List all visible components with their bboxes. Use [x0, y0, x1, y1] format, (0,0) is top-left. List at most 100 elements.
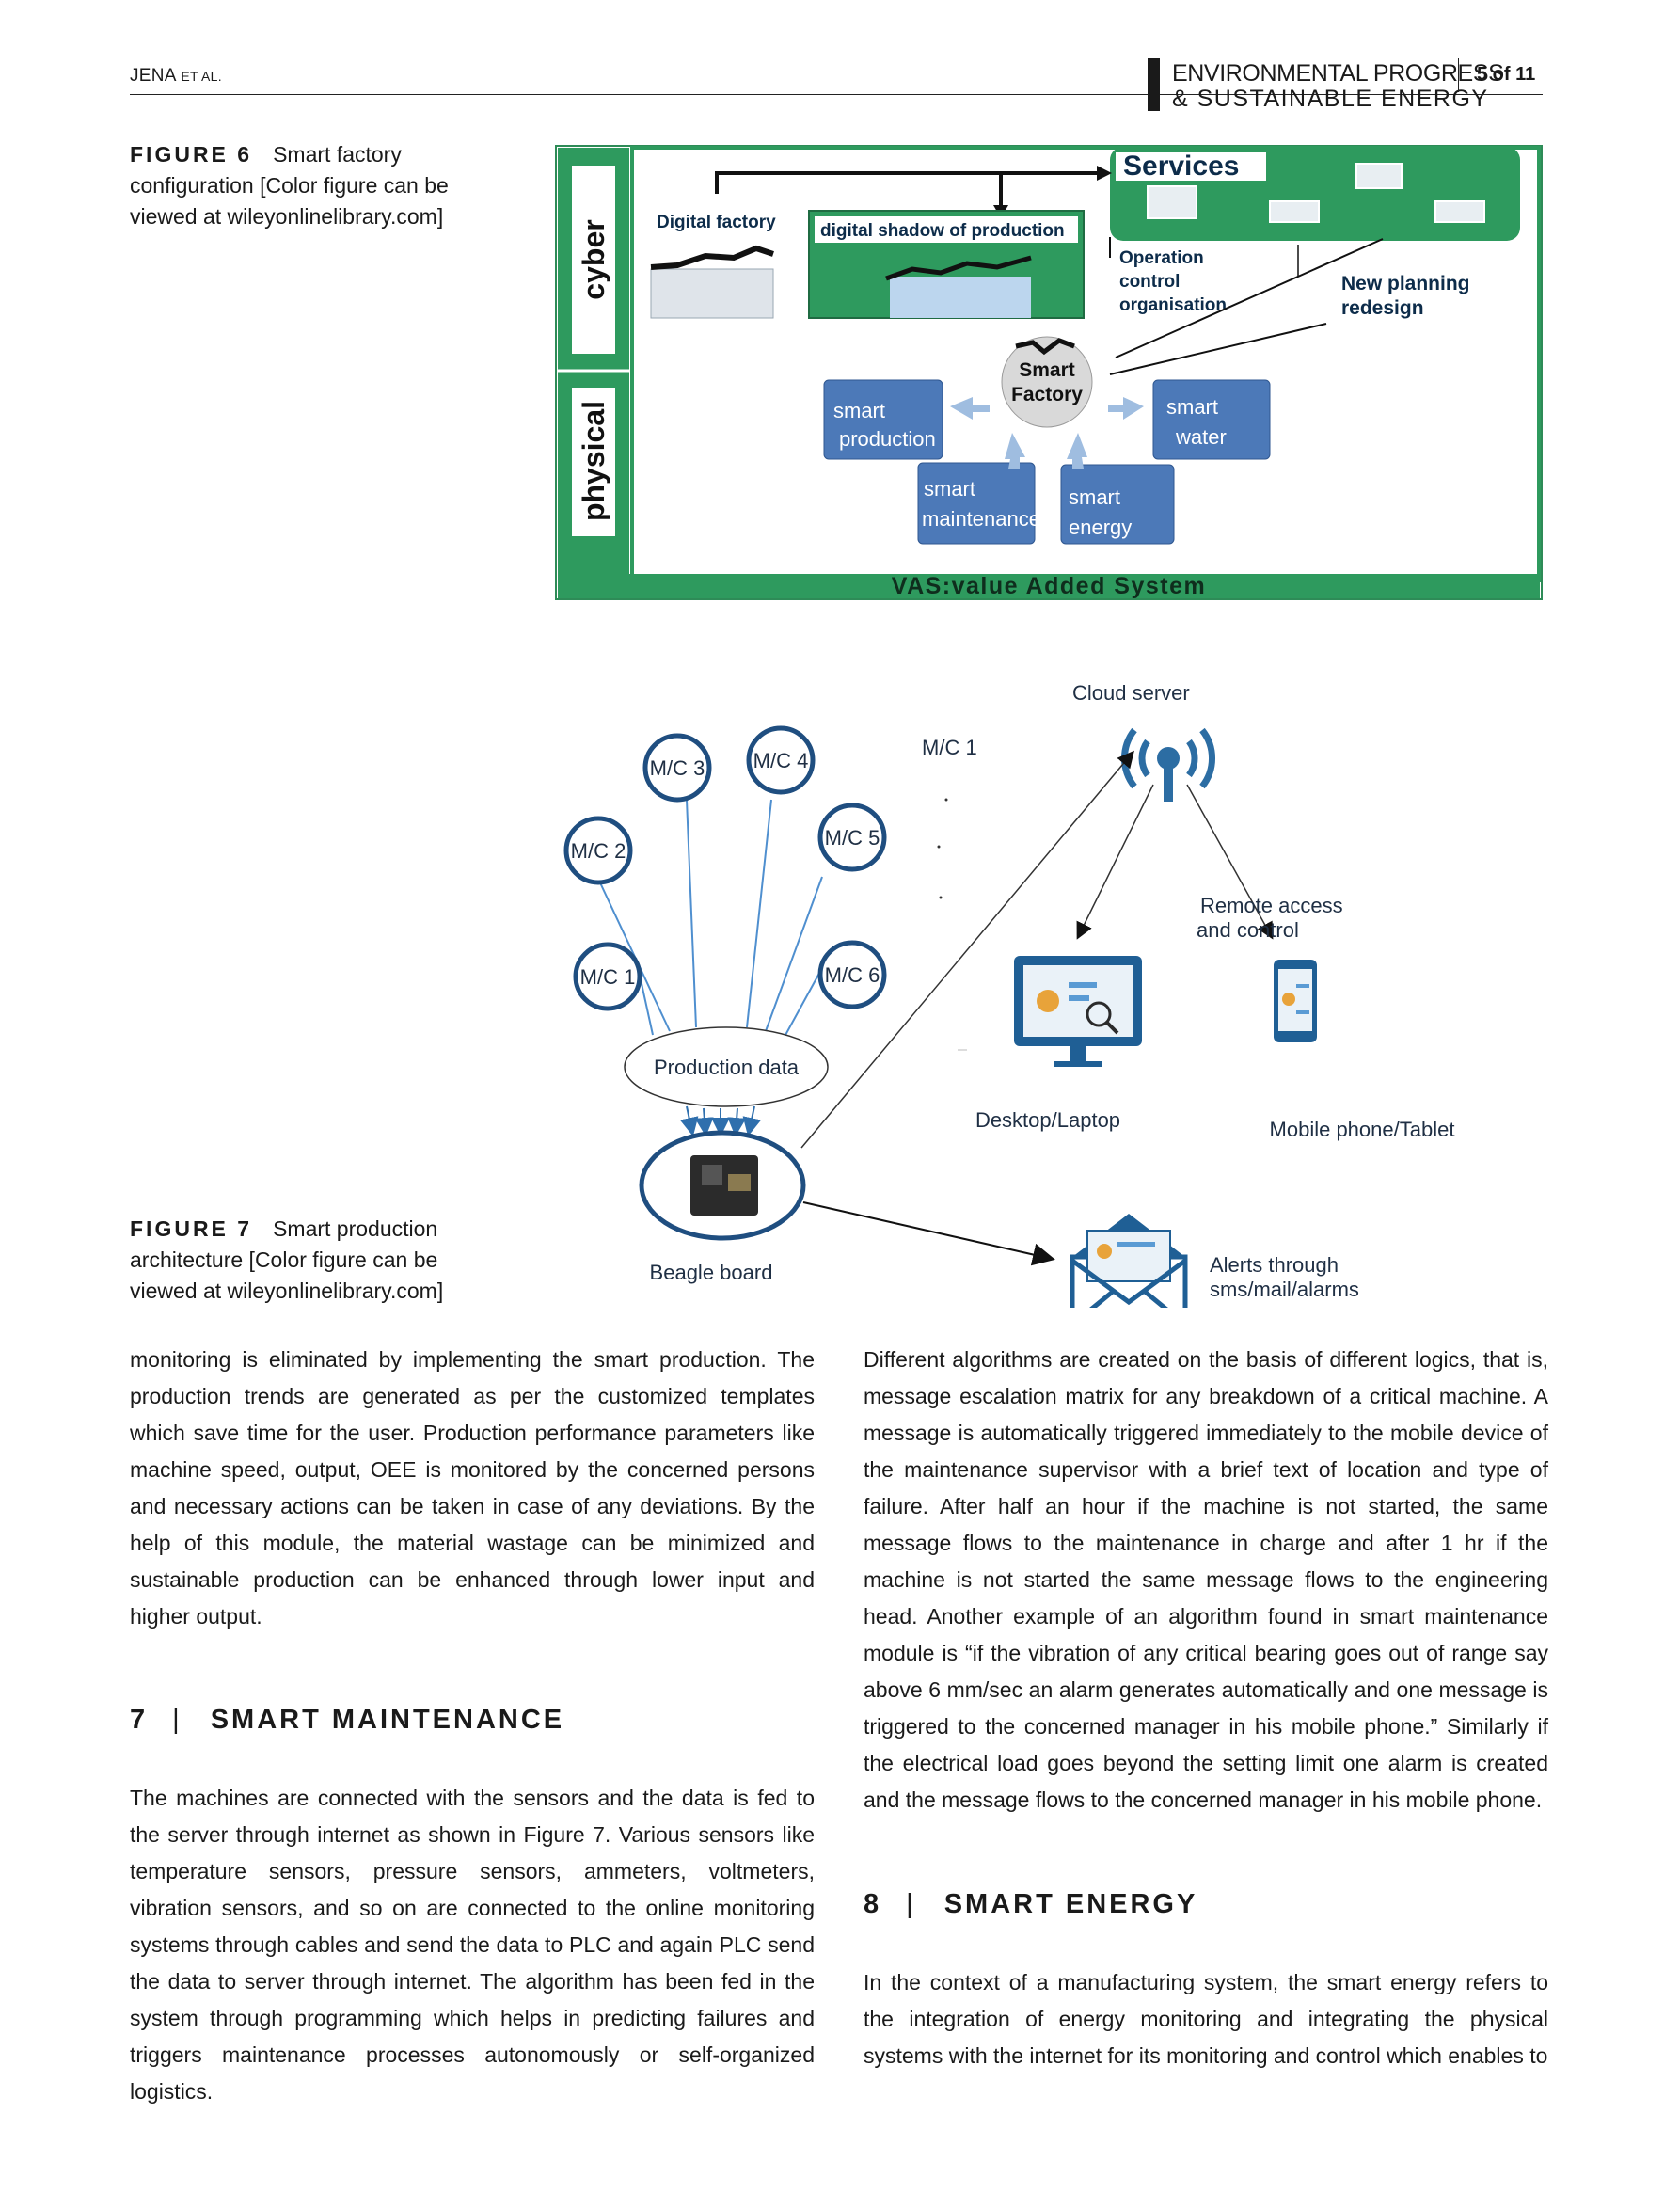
vas-band [558, 574, 1540, 598]
smart-factory-hub [1001, 336, 1093, 428]
figure7-caption-text: Smart production architecture [Color fig… [130, 1216, 444, 1303]
machine-label: M/C 5 [825, 826, 880, 850]
operation-line3: organisation [1119, 295, 1227, 315]
services-title: Services [1123, 151, 1239, 182]
cyber-label: cyber [577, 219, 610, 299]
machine-node: M/C 5 [817, 803, 887, 872]
smart-factory-line1: Smart [1019, 359, 1075, 381]
physical-label: physical [577, 401, 610, 521]
left-column-para1: monitoring is eliminated by implementing… [130, 1342, 815, 1635]
smart-energy-box [1060, 464, 1175, 545]
mobile-label: Mobile phone/Tablet [1270, 1118, 1455, 1141]
dot [944, 798, 948, 802]
production-data-node [624, 1026, 829, 1107]
machine-node: M/C 1 [573, 942, 642, 1011]
figure6-caption-text: Smart factory configuration [Color figur… [130, 142, 449, 229]
figure6-diagram: cyber physical VAS:value Added System Se… [555, 145, 1543, 600]
smart-water-line1: smart [1166, 395, 1218, 419]
smart-production-line1: smart [833, 399, 885, 422]
right-column-para1: Different algorithms are created on the … [864, 1342, 1548, 1819]
service-icon-rack [1434, 200, 1485, 223]
service-icon-gauge [1355, 163, 1403, 189]
smart-water-line2: water [1175, 425, 1227, 449]
vas-label: VAS:value Added System [892, 573, 1206, 599]
physical-label-box [572, 388, 615, 536]
journal-title-line2: & SUSTAINABLE ENERGY [1172, 86, 1489, 112]
arrow-maintenance-to-factory [1005, 433, 1025, 469]
smart-factory-line2: Factory [1011, 384, 1083, 405]
digital-factory-image [650, 268, 774, 319]
section7-title: SMART MAINTENANCE [210, 1705, 565, 1735]
paragraph: The machines are connected with the sens… [130, 1786, 815, 2104]
figure7-label: FIGURE 7 [130, 1216, 253, 1241]
cloud-to-desktop-arrow [1076, 784, 1154, 940]
arrow-water-to-factory [1108, 397, 1144, 420]
smart-maintenance-line2: maintenance [922, 507, 1040, 531]
paragraph: Different algorithms are created on the … [864, 1347, 1548, 1812]
beagle-board-component [728, 1174, 751, 1191]
section-divider: | [906, 1889, 916, 1919]
production-data-label: Production data [654, 1056, 800, 1079]
arrow-energy-to-factory [1067, 433, 1087, 469]
dot [939, 896, 943, 899]
mail-icon [1070, 1214, 1188, 1308]
running-author: JENA ET AL. [130, 66, 222, 86]
section8-heading: 8|SMART ENERGY [864, 1889, 1197, 1920]
arrow-to-services [715, 171, 1101, 194]
floating-machine-label: M/C 1 [922, 736, 977, 759]
digital-factory-roof [650, 245, 774, 270]
digital-shadow-image [890, 277, 1031, 318]
machine-label: M/C 1 [580, 965, 636, 989]
smart-water-box [1152, 379, 1271, 460]
wireless-icon [1120, 727, 1216, 802]
link-mc4 [746, 799, 772, 1028]
service-icon-mail [1147, 185, 1197, 219]
alerts-line1: Alerts through [1210, 1253, 1339, 1277]
section7-number: 7 [130, 1705, 149, 1735]
smart-factory-roof [1015, 338, 1075, 356]
machine-node: M/C 3 [642, 733, 712, 803]
smart-energy-line2: energy [1069, 516, 1132, 539]
smart-maintenance-line1: smart [924, 477, 975, 501]
cloud-server-label: Cloud server [1072, 681, 1190, 705]
machine-label: M/C 2 [571, 839, 626, 863]
header-rule [130, 94, 1543, 95]
link-mc5 [765, 876, 823, 1032]
planning-line2: redesign [1341, 297, 1424, 319]
digital-shadow-label: digital shadow of production [820, 221, 1065, 241]
services-to-factory [1115, 238, 1384, 358]
digital-shadow-title-bg [815, 216, 1078, 243]
figure6-label: FIGURE 6 [130, 142, 253, 167]
section7-heading: 7|SMART MAINTENANCE [130, 1705, 564, 1736]
machine-node: M/C 4 [746, 725, 816, 795]
machine-label: M/C 4 [753, 749, 809, 772]
digital-shadow-roof [885, 255, 1032, 281]
data-arrow [742, 1105, 762, 1136]
link-mc3 [686, 799, 697, 1028]
planning-to-factory [1109, 323, 1327, 375]
alerts-line2: sms/mail/alarms [1210, 1278, 1359, 1301]
smart-maintenance-box [917, 462, 1036, 545]
desktop-label: Desktop/Laptop [975, 1108, 1120, 1132]
figure7-diagram: M/C 1 M/C 2 M/C 3 M/C 4 M/C 5 M/C 6 M/C … [563, 681, 1455, 1308]
smart-production-line2: production [839, 427, 936, 451]
machine-node: M/C 2 [563, 816, 633, 885]
machine-label: M/C 6 [825, 963, 880, 987]
arrow-head-services [1097, 166, 1112, 181]
header-separator [1458, 58, 1459, 92]
desktop-icon [1014, 956, 1142, 1067]
smart-production-box [823, 379, 943, 460]
page-number: 5 of 11 [1477, 64, 1536, 85]
journal-title-line1: ENVIRONMENTAL PROGRESS [1172, 60, 1504, 87]
mobile-icon [1274, 960, 1317, 1042]
right-column-para2: In the context of a manufacturing system… [864, 1964, 1548, 2074]
beagle-to-alerts-arrow [802, 1201, 1055, 1266]
digital-factory-label: Digital factory [657, 213, 776, 232]
data-arrow [679, 1105, 699, 1136]
dot [937, 845, 941, 849]
section8-number: 8 [864, 1889, 882, 1919]
journal-logo-bar [1148, 58, 1160, 111]
beagle-board-label: Beagle board [650, 1261, 773, 1284]
service-icon-chart [1269, 200, 1320, 223]
